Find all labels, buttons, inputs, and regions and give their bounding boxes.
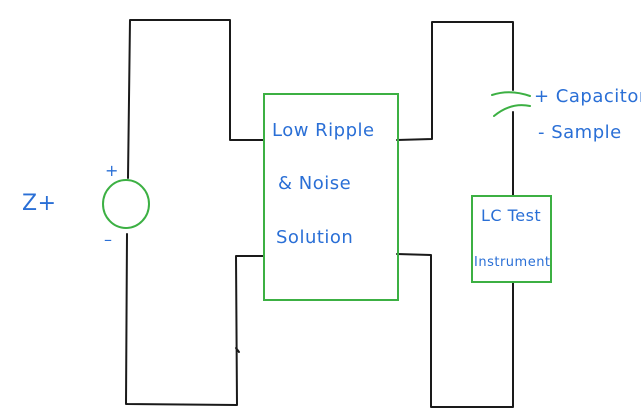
solution-box	[263, 93, 399, 301]
capacitor-label-2: - Sample	[538, 122, 622, 143]
source-minus-sign: –	[104, 230, 113, 249]
capacitor-label-1: + Capacitor	[534, 86, 641, 107]
instrument-label-2: Instrument	[474, 255, 551, 270]
wire-right-top	[396, 21, 514, 141]
block-line-3: Solution	[276, 227, 354, 248]
instrument-label-1: LC Test	[481, 206, 542, 225]
block-line-2: & Noise	[278, 173, 352, 194]
block-line-1: Low Ripple	[272, 120, 375, 141]
wire-right-bottom	[396, 253, 514, 408]
source-label: Z+	[22, 191, 57, 216]
wire-left-bottom	[125, 233, 264, 406]
wire-left-tick	[235, 347, 240, 353]
wire-left-top	[127, 19, 264, 179]
capacitor-plate-bottom	[493, 104, 531, 117]
instrument-box	[471, 195, 552, 283]
source-plus-sign: +	[105, 161, 119, 180]
capacitor-plate-top	[491, 91, 531, 97]
voltage-source-icon	[102, 179, 150, 229]
